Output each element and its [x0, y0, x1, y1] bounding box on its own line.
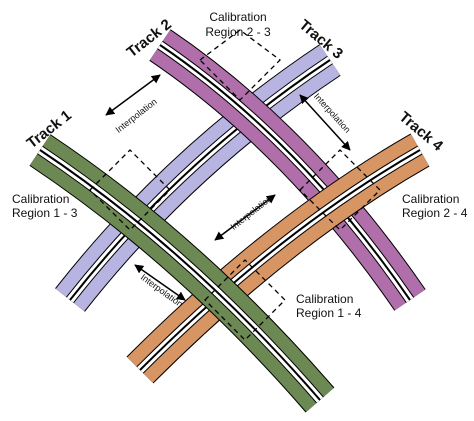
track-4-band [126, 133, 430, 384]
calibration-region-1-3-outline [89, 149, 171, 231]
calibration-region-2-4-label-line1: Calibration [402, 192, 459, 206]
calibration-region-1-4-label-line2: Region 1 - 4 [296, 306, 362, 320]
calibration-region-2-3-label-line1: Calibration [209, 10, 266, 24]
calibration-region-2-3-label-line2: Region 2 - 3 [205, 25, 271, 39]
calibration-region-1-4-label-line1: Calibration [296, 292, 353, 306]
track-3-band [149, 29, 426, 311]
calibration-region-1-3-label-line1: Calibration [12, 192, 69, 206]
interpolation-arrow-bottom-left [134, 264, 186, 301]
track-2-band [55, 44, 341, 312]
interpolation-label-top-right: Interpolation [312, 91, 353, 135]
calibration-region-2-4-outline [299, 149, 381, 231]
calibration-region-1-4-outline [204, 259, 286, 341]
interpolation-label-center: Interpolation [229, 193, 274, 231]
interpolation-arrow-top-right [299, 94, 351, 151]
calibration-region-1-3-label-line2: Region 1 - 3 [12, 206, 78, 220]
calibration-region-2-3-outline [199, 29, 281, 101]
calibration-region-2-4-label-line2: Region 2 - 4 [402, 206, 468, 220]
interpolation-label-top-left: Interpolation [114, 96, 159, 134]
track-1-band [29, 134, 335, 413]
interpolation-arrow-top-left [105, 74, 161, 116]
interpolation-arrow-center [214, 194, 276, 241]
